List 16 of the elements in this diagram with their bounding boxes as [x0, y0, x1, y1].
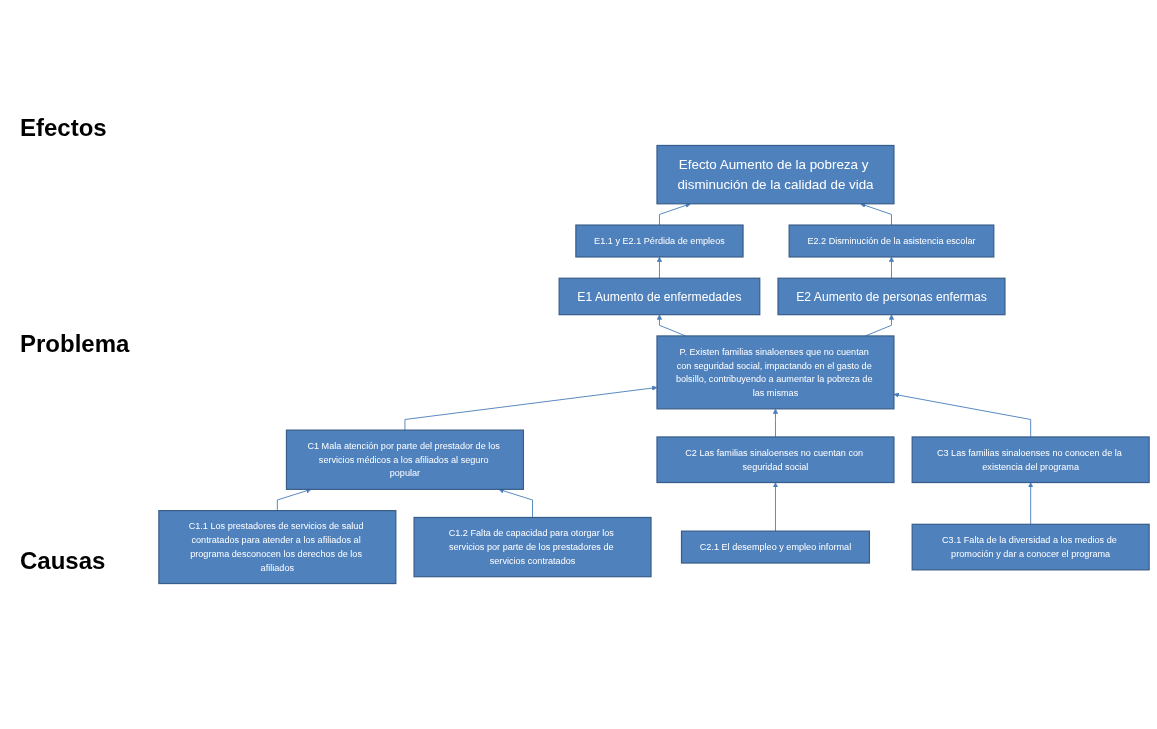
node-box: C1.2 Falta de capacidad para otorgar los servicios por parte de los prestadores de servicios contratados	[412, 516, 652, 578]
node-box: E2.2 Disminución de la asistencia escolar	[788, 224, 994, 258]
node-box: E2 Aumento de personas enfermas	[776, 277, 1006, 316]
section-heading: Causas	[20, 546, 107, 575]
node-box: C2 Las familias sinaloenses no cuentan con seguridad social	[655, 436, 895, 484]
node-box: C1.1 Los prestadores de servicios de salud contratados para atender a los afiliados al programa desconocen los derechos de los afiliados	[157, 510, 396, 585]
node-box: C2.1 El desempleo y empleo informal	[680, 530, 870, 564]
section-heading: Efectos	[20, 114, 108, 143]
node-box: E1 Aumento de enfermedades	[558, 277, 760, 316]
node-box: C3.1 Falta de la diversidad a los medios de promoción y dar a conocer el programa	[911, 523, 1150, 571]
node-box: E1.1 y E2.1 Pérdida de empleos	[574, 224, 744, 258]
node-box: P. Existen familias sinaloenses que no cuentan con seguridad social, impactando en el gasto de bolsillo, contribuyendo a aumentar la pobreza de las mismas	[655, 335, 895, 410]
node-box: C1 Mala atención por parte del prestador de los servicios médicos a los afiliados al seguro popular	[285, 429, 524, 490]
node-box: C3 Las familias sinaloenses no conocen de la existencia del programa	[911, 436, 1150, 484]
section-heading: Problema	[20, 330, 131, 359]
node-box: Efecto Aumento de la pobreza y disminución de la calidad de vida	[655, 144, 895, 205]
